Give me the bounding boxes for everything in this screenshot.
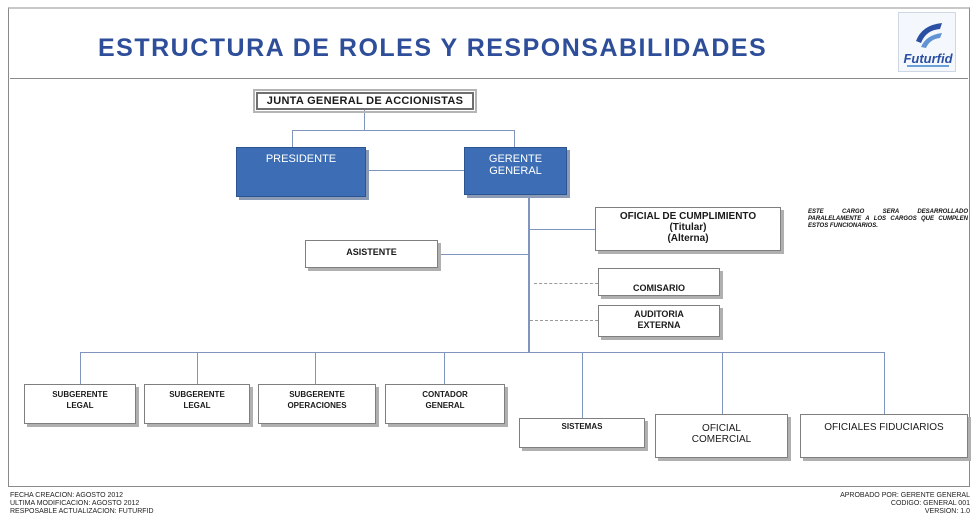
presidente-box: PRESIDENTE bbox=[236, 147, 366, 197]
footer-aprobado-por: APROBADO POR: GERENTE GENERAL bbox=[840, 492, 970, 499]
auditoria-line1: AUDITORIA bbox=[634, 309, 684, 319]
oficiales-fiduciarios-label: OFICIALES FIDUCIARIOS bbox=[824, 422, 944, 433]
connector-to-sub-oper bbox=[315, 352, 316, 384]
asistente-box: ASISTENTE bbox=[305, 240, 438, 268]
connector-to-asistente bbox=[438, 254, 529, 255]
sistemas-box: SISTEMAS bbox=[519, 418, 645, 448]
subgerente-legal-2-line2: LEGAL bbox=[183, 401, 211, 410]
connector-to-sub1 bbox=[80, 352, 81, 384]
footer-ultima-modificacion: ULTIMA MODIFICACION: AGOSTO 2012 bbox=[10, 500, 140, 507]
subgerente-operaciones-box: SUBGERENTE OPERACIONES bbox=[258, 384, 376, 424]
oficial-cumplimiento-box: OFICIAL DE CUMPLIMIENTO (Titular) (Alter… bbox=[595, 207, 781, 251]
subgerente-operaciones-line1: SUBGERENTE bbox=[289, 390, 345, 399]
connector-main-trunk bbox=[528, 195, 530, 353]
logo-text: Futurfid bbox=[903, 51, 953, 66]
connector-to-auditoria bbox=[530, 320, 598, 321]
comisario-box: COMISARIO bbox=[598, 268, 720, 296]
logo-underline bbox=[907, 65, 949, 67]
page-frame bbox=[8, 7, 970, 487]
junta-general-label: JUNTA GENERAL DE ACCIONISTAS bbox=[266, 95, 464, 107]
subgerente-operaciones-line2: OPERACIONES bbox=[287, 401, 347, 410]
connector-to-comisario bbox=[534, 283, 598, 284]
oficial-cumplimiento-line1: OFICIAL DE CUMPLIMIENTO bbox=[619, 211, 757, 222]
connector-to-contador bbox=[444, 352, 445, 384]
connector-junta-down bbox=[364, 110, 365, 130]
cargo-note: ESTE CARGO SERA DESARROLLADO PARALELAMEN… bbox=[808, 209, 968, 229]
oficial-cumplimiento-line3: (Alterna) bbox=[667, 233, 709, 244]
comisario-label: COMISARIO bbox=[632, 283, 685, 293]
page-title: ESTRUCTURA DE ROLES Y RESPONSABILIDADES bbox=[98, 34, 768, 62]
subgerente-legal-1-line2: LEGAL bbox=[66, 401, 94, 410]
connector-to-oficiales-fiduciarios bbox=[884, 352, 885, 414]
subgerente-legal-2-box: SUBGERENTE LEGAL bbox=[144, 384, 250, 424]
contador-general-line2: GENERAL bbox=[425, 401, 465, 410]
auditoria-line2: EXTERNA bbox=[637, 320, 681, 330]
footer-left: FECHA CREACION: AGOSTO 2012 ULTIMA MODIF… bbox=[10, 492, 154, 516]
oficial-comercial-line2: COMERCIAL bbox=[691, 434, 752, 445]
subgerente-legal-1-box: SUBGERENTE LEGAL bbox=[24, 384, 136, 424]
subgerente-legal-1-line1: SUBGERENTE bbox=[52, 390, 108, 399]
header-divider bbox=[10, 78, 968, 79]
gerente-general-line2: GENERAL bbox=[489, 165, 542, 177]
subgerente-legal-2-line1: SUBGERENTE bbox=[169, 390, 225, 399]
logo-mark-icon bbox=[916, 23, 942, 48]
gerente-general-line1: GERENTE bbox=[488, 153, 543, 165]
footer-version: VERSION: 1.0 bbox=[924, 508, 970, 515]
oficial-comercial-box: OFICIAL COMERCIAL bbox=[655, 414, 788, 458]
footer-fecha-creacion: FECHA CREACION: AGOSTO 2012 bbox=[10, 492, 124, 499]
contador-general-box: CONTADOR GENERAL bbox=[385, 384, 505, 424]
connector-to-sub2 bbox=[197, 352, 198, 384]
connector-bottom-bar bbox=[80, 352, 885, 353]
gerente-general-box: GERENTE GENERAL bbox=[464, 147, 567, 195]
connector-to-presidente bbox=[292, 130, 293, 147]
oficiales-fiduciarios-box: OFICIALES FIDUCIARIOS bbox=[800, 414, 968, 458]
footer-responsable: RESPOSABLE ACTUALIZACION: FUTURFID bbox=[10, 508, 154, 515]
connector-presidente-gerente bbox=[364, 170, 464, 171]
presidente-label: PRESIDENTE bbox=[265, 153, 337, 165]
connector-to-oficial-cumplimiento bbox=[529, 229, 595, 230]
oficial-cumplimiento-line2: (Titular) bbox=[669, 222, 707, 233]
connector-to-gerente bbox=[514, 130, 515, 147]
contador-general-line1: CONTADOR bbox=[422, 390, 468, 399]
footer-right: APROBADO POR: GERENTE GENERAL CODIGO: GE… bbox=[840, 492, 970, 516]
sistemas-label: SISTEMAS bbox=[561, 422, 603, 431]
footer-codigo: CODIGO: GENERAL 001 bbox=[890, 500, 970, 507]
connector-to-sistemas bbox=[582, 352, 583, 418]
futurfid-logo: Futurfid bbox=[898, 12, 956, 72]
oficial-comercial-line1: OFICIAL bbox=[702, 423, 741, 434]
connector-top-bar bbox=[292, 130, 514, 131]
junta-general-box: JUNTA GENERAL DE ACCIONISTAS bbox=[253, 89, 477, 113]
connector-to-oficial-comercial bbox=[722, 352, 723, 414]
auditoria-externa-box: AUDITORIA EXTERNA bbox=[598, 305, 720, 337]
asistente-label: ASISTENTE bbox=[346, 247, 397, 257]
